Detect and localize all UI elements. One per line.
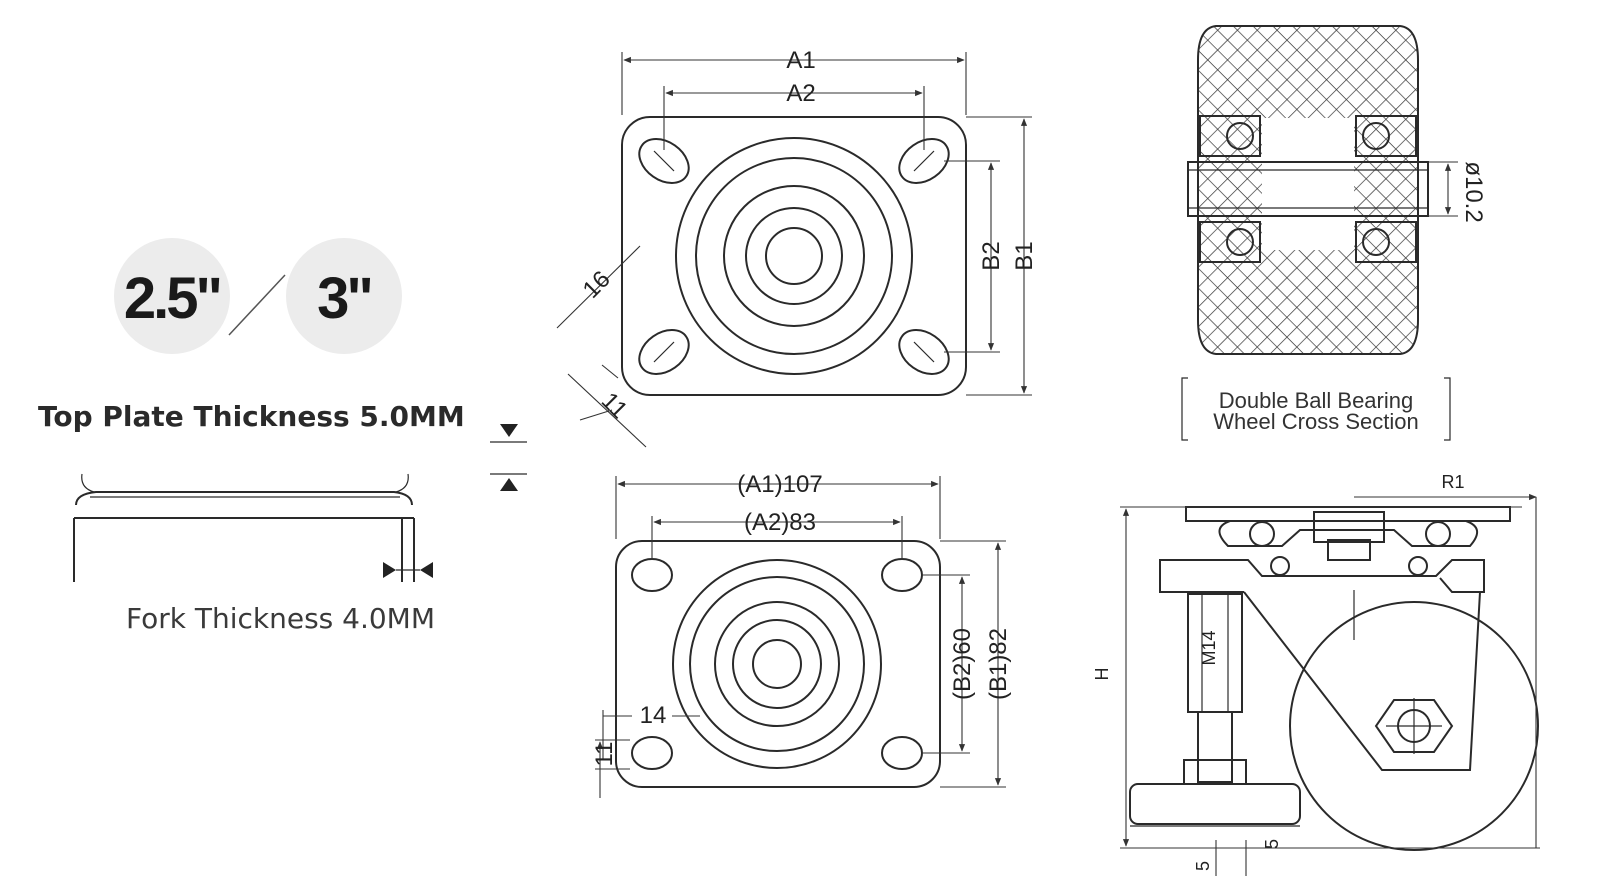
cross-section-caption-line1: Double Ball Bearing [1219, 388, 1413, 413]
dim-hole-width: 11 [591, 742, 618, 767]
dim-b1-value: (B1)82 [985, 628, 1012, 700]
size-badges: 2.5" 3" [114, 238, 402, 354]
dim-height: H [1092, 668, 1112, 681]
dim-axle-diameter: ø10.2 [1460, 161, 1487, 222]
size-badge-large [286, 238, 402, 354]
size-separator [228, 274, 286, 336]
top-plate-letters-view [556, 52, 1032, 448]
dim-gap-b: 5 [1262, 839, 1282, 849]
top-plate-thickness-marker [490, 424, 527, 491]
dim-gap-a: 5 [1193, 861, 1213, 871]
size-large-text: 3" [317, 266, 371, 331]
thread-label: M14 [1199, 630, 1219, 665]
dim-radius: R1 [1441, 472, 1464, 492]
size-badge-small [114, 238, 230, 354]
fork-profile-drawing [73, 473, 433, 582]
dim-a1-value: (A1)107 [737, 471, 822, 498]
caster-side-view [1120, 493, 1540, 876]
dim-slot-length: 16 [578, 266, 616, 304]
dim-hole-length: 14 [640, 702, 667, 729]
fork-thickness-label: Fork Thickness 4.0MM [126, 602, 435, 635]
dim-b1: B1 [1011, 241, 1038, 270]
wheel-cross-section [1181, 25, 1458, 441]
dim-a1: A1 [786, 47, 815, 74]
dim-a2: A2 [786, 80, 815, 107]
top-plate-thickness-label: Top Plate Thickness 5.0MM [38, 400, 465, 433]
top-plate-numbers-view [595, 476, 1006, 798]
dim-a2-value: (A2)83 [744, 509, 816, 536]
dim-b2-value: (B2)60 [949, 628, 976, 700]
dim-slot-width: 11 [596, 387, 633, 424]
size-small-text: 2.5" [124, 266, 220, 331]
cross-section-caption-line2: Wheel Cross Section [1213, 409, 1418, 434]
dim-b2: B2 [978, 241, 1005, 270]
